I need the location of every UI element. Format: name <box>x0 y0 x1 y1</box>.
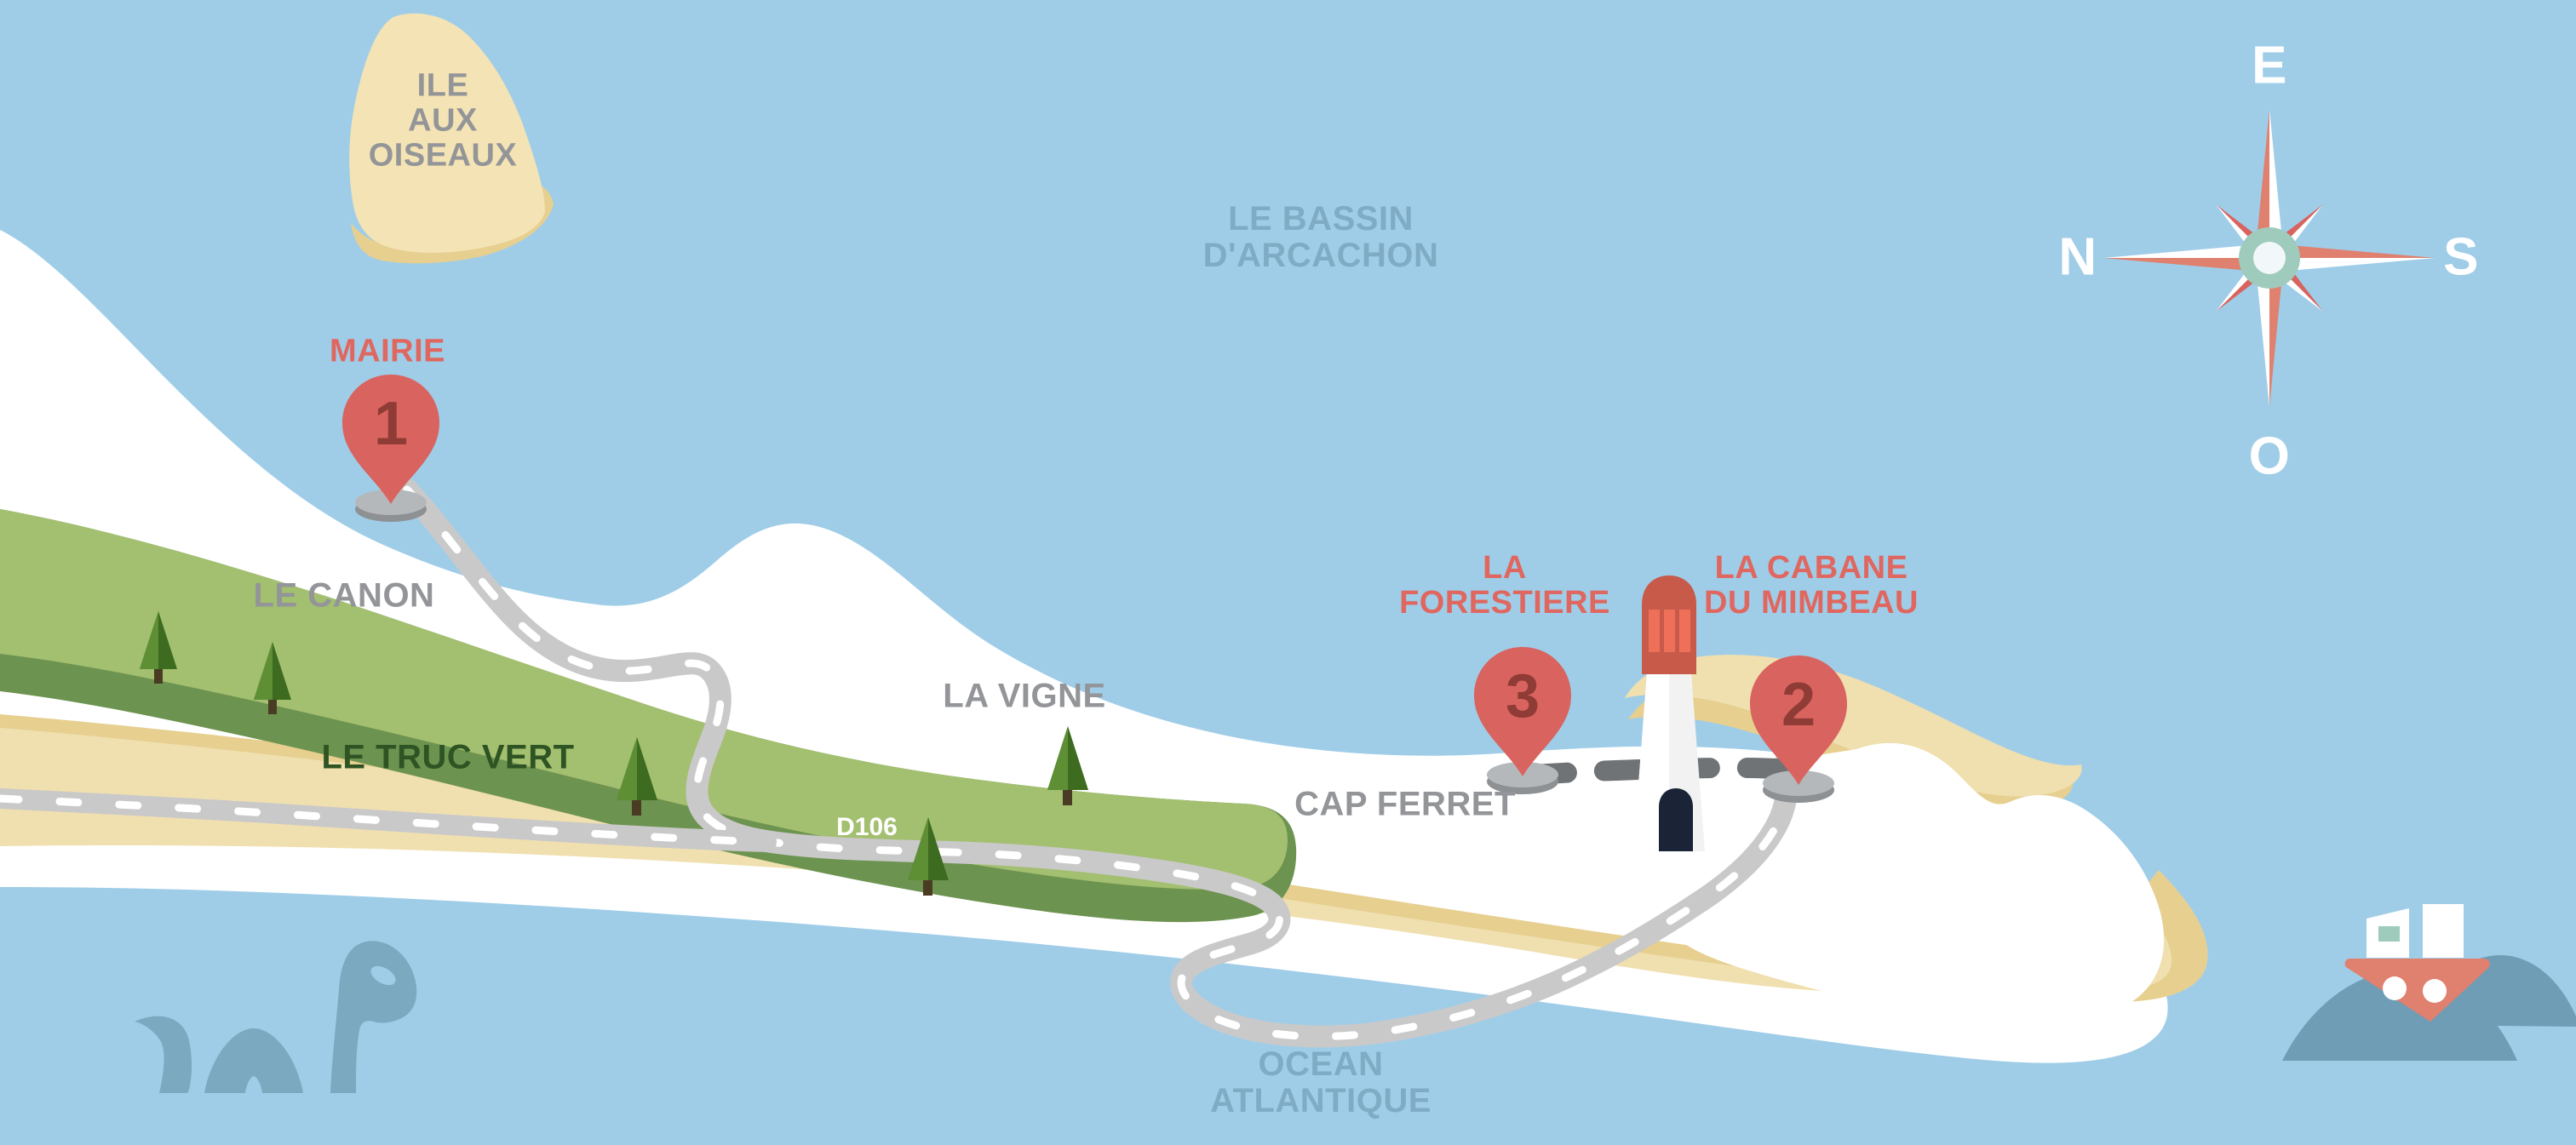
map-pin-3[interactable] <box>1474 647 1571 794</box>
tree-icon <box>1047 726 1088 805</box>
sea-monster-icon <box>135 941 417 1093</box>
tree-icon <box>908 817 949 896</box>
map-pin-2[interactable] <box>1750 656 1847 803</box>
ile-aux-oiseaux-shadow <box>351 182 554 264</box>
compass-rose <box>2103 109 2435 407</box>
tree-icon <box>140 611 177 684</box>
forest-band <box>0 509 1288 890</box>
peninsula-tip <box>1682 742 2165 1026</box>
tree-icon <box>254 642 291 714</box>
tree-icon <box>617 737 657 816</box>
ile-aux-oiseaux <box>349 13 545 253</box>
lighthouse-icon <box>1633 575 1705 851</box>
mimbeau-sand-spit <box>1625 655 2082 797</box>
road-d106-west-dashes <box>0 794 771 846</box>
road-d106-dashes <box>403 485 1792 1040</box>
tree-group <box>140 611 1088 896</box>
map-pin-1[interactable] <box>342 375 439 522</box>
boat-icon <box>2282 904 2576 1061</box>
footpath-dashed <box>1523 757 1807 785</box>
